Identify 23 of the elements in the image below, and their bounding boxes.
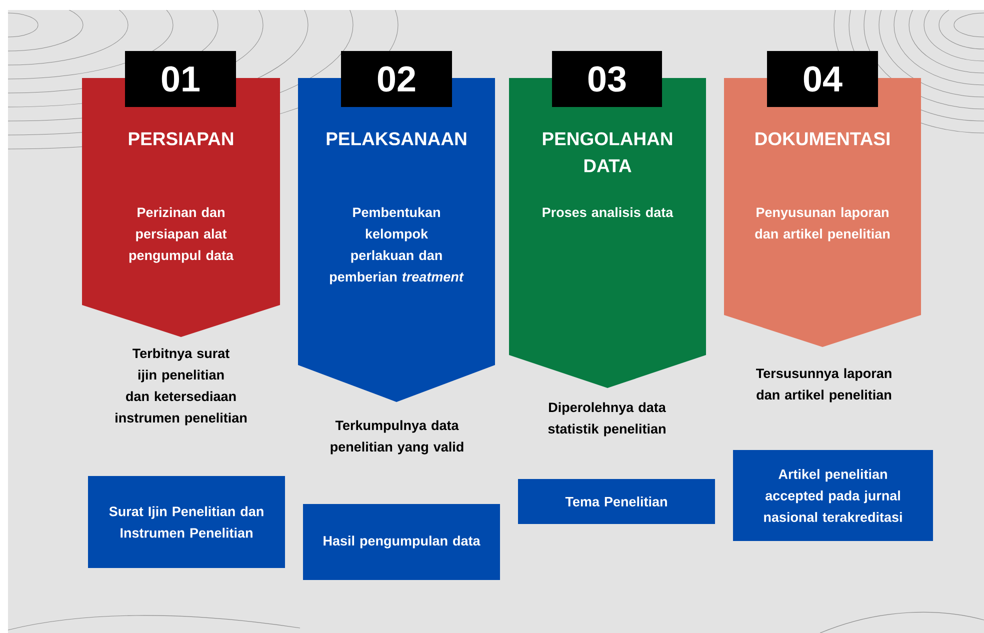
result-description: Diperolehnya data statistik penelitian	[548, 402, 666, 436]
result-box: Hasil pengumpulan data	[303, 504, 500, 580]
step-banner	[724, 51, 921, 347]
step-banner	[509, 51, 706, 388]
step-banner	[82, 51, 280, 337]
number-badge: 02	[341, 51, 452, 107]
result-description: Tersusunnya laporan dan artikel penelitian	[756, 368, 892, 402]
result-box: Surat Ijin Penelitian dan Instrumen Penelitian	[88, 476, 285, 568]
step-title: DOKUMENTASI	[756, 132, 890, 146]
result-box: Tema Penelitian	[518, 479, 715, 524]
step-banner	[298, 51, 495, 402]
step-title: PENGOLAHAN DATA	[542, 132, 672, 172]
step-description: Pembentukan kelompok perlakuan dan pemberian treatment	[330, 207, 464, 284]
result-description: Terkumpulnya data penelitian yang valid	[330, 420, 464, 454]
number-badge: 03	[552, 51, 662, 107]
step-description: Proses analisis data	[542, 207, 674, 218]
step-description: Penyusunan laporan dan artikel penelitian	[755, 207, 890, 242]
number-badge: 04	[767, 51, 878, 107]
step-description: Perizinan dan persiapan alat pengumpul data	[129, 207, 234, 263]
step-title: PERSIAPAN	[128, 132, 234, 146]
step-title: PELAKSANAAN	[326, 132, 466, 146]
number-badge: 01	[125, 51, 236, 107]
result-box: Artikel penelitian accepted pada jurnal nasional terakreditasi	[733, 450, 933, 541]
